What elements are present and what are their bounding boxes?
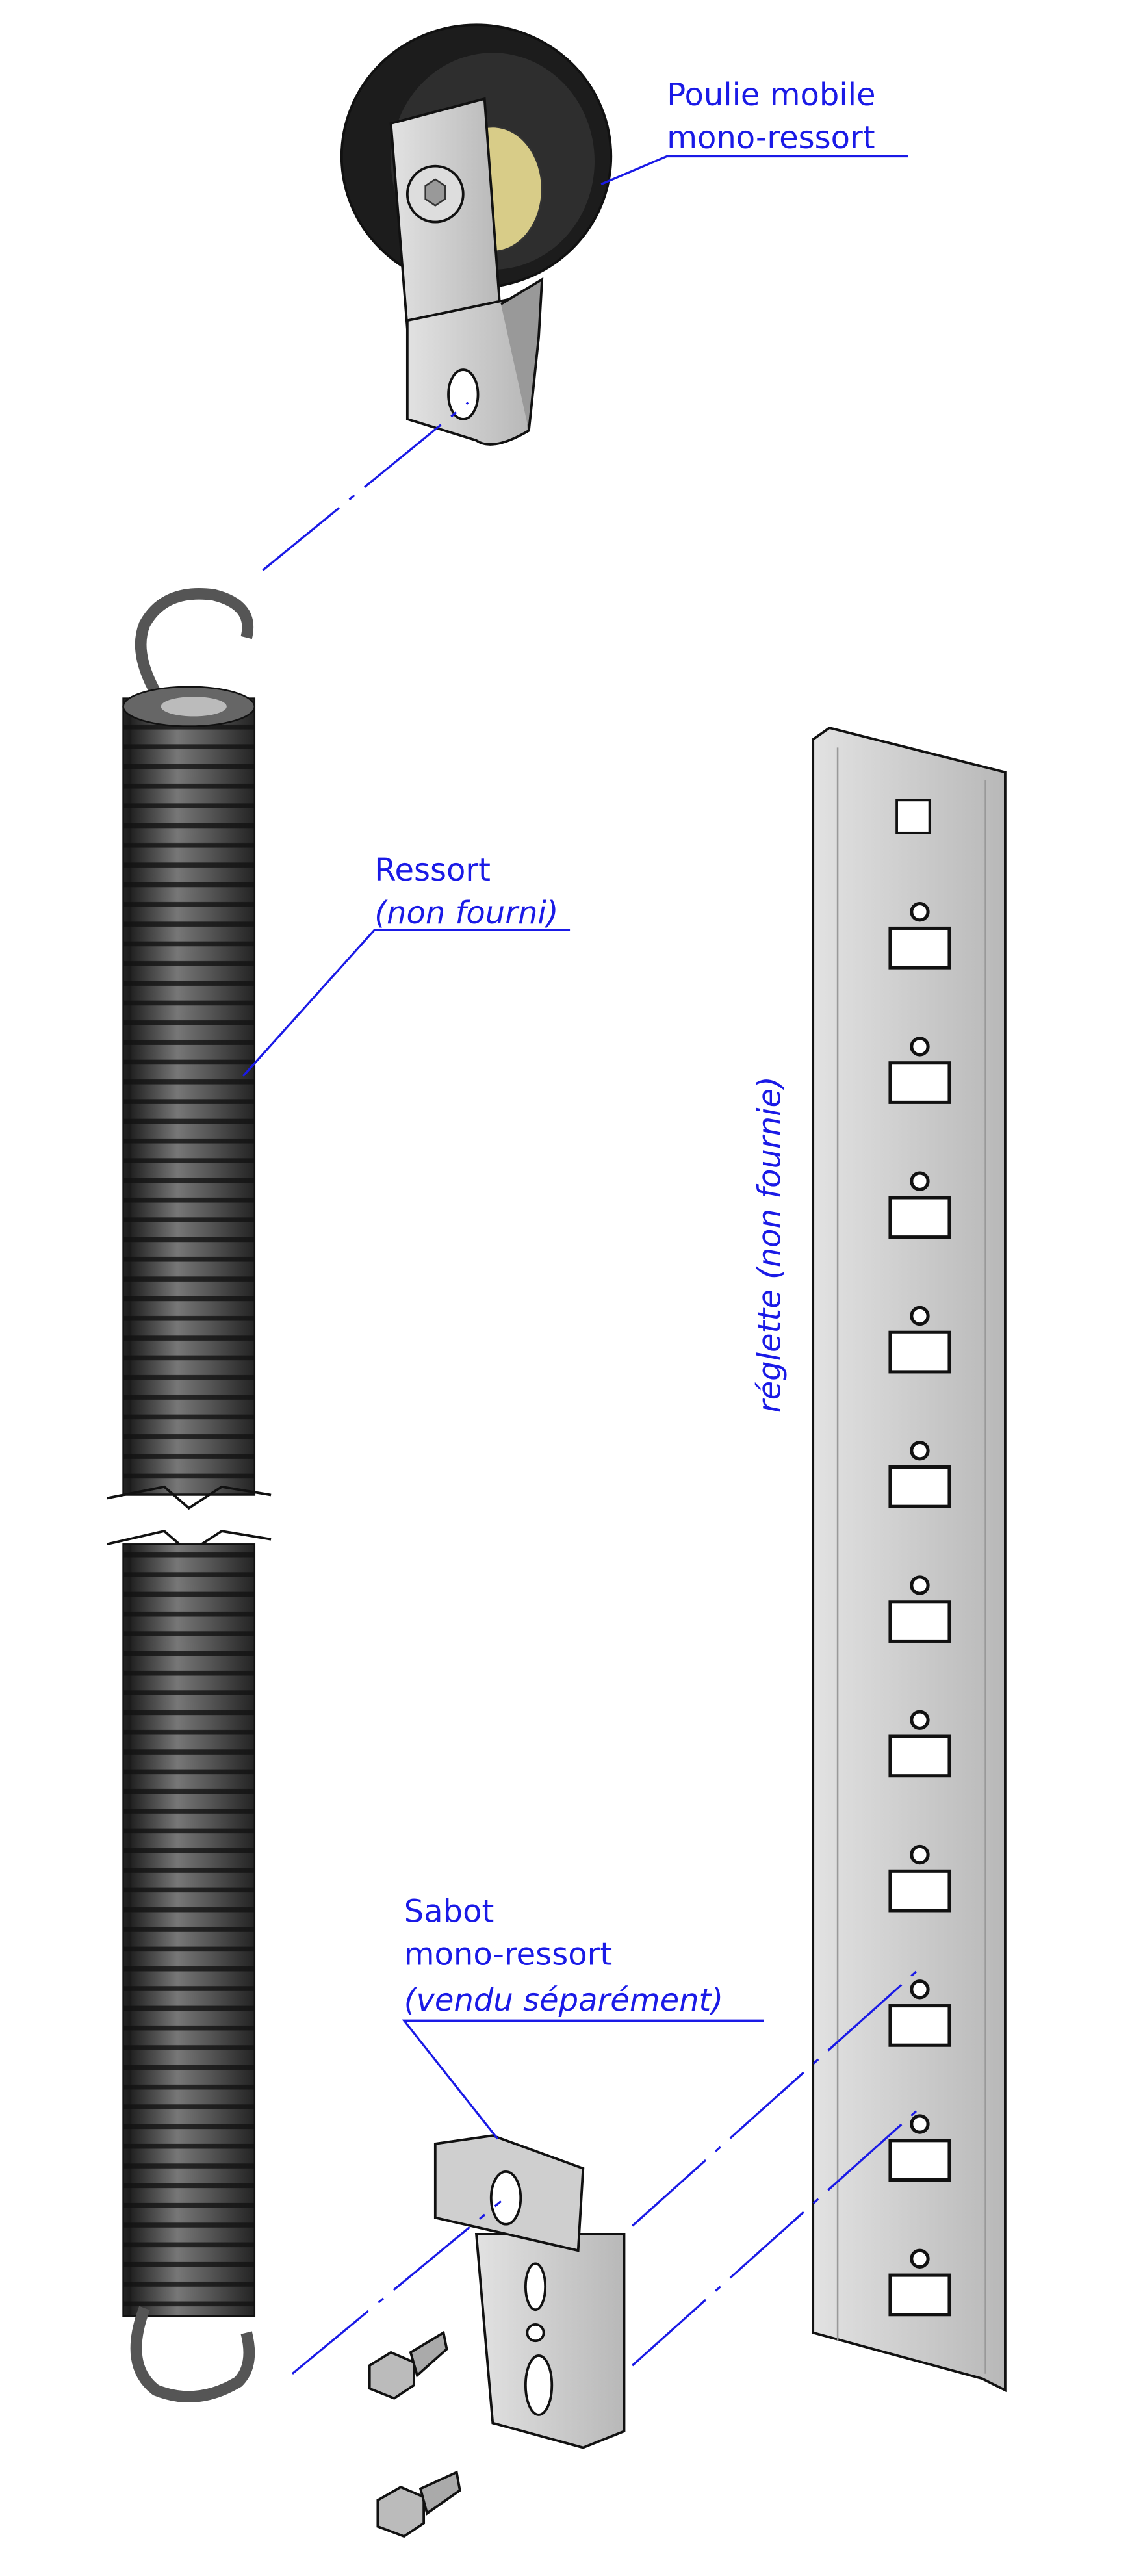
rail-slot: [888, 2004, 951, 2047]
rail-slot: [888, 1600, 951, 1643]
rail-slots: [888, 902, 951, 2317]
rail-hole: [910, 1171, 930, 1191]
rail-hole: [910, 1037, 930, 1057]
pulley: [340, 23, 613, 446]
rail-slot: [888, 1330, 951, 1374]
svg-text:(vendu séparément): (vendu séparément): [404, 1982, 723, 2018]
svg-text:mono-ressort: mono-ressort: [667, 120, 875, 156]
rail-axis-line: [632, 1970, 918, 2227]
rail-slot: [888, 2273, 951, 2317]
rail-hole: [910, 2248, 930, 2269]
shoe-axis-line: [291, 2200, 502, 2375]
svg-text:Sabot: Sabot: [404, 1894, 494, 1930]
rail-slot: [888, 1061, 951, 1104]
screw: [376, 2470, 461, 2538]
spring: [106, 587, 272, 2402]
screw: [368, 2330, 448, 2400]
rail-label: réglette (non fournie): [752, 1076, 788, 1413]
rail-hole: [910, 1979, 930, 2000]
rail-hole: [910, 1844, 930, 1865]
shoe-bracket: [433, 2134, 626, 2449]
pulley-label: Poulie mobile mono-ressort: [600, 77, 908, 185]
svg-text:Ressort: Ressort: [374, 852, 491, 888]
rail-slot: [888, 1869, 951, 1913]
rail-hole: [910, 2114, 930, 2134]
svg-text:(non fourni): (non fourni): [374, 895, 558, 931]
svg-text:mono-ressort: mono-ressort: [404, 1936, 612, 1972]
rail-slot: [888, 1734, 951, 1778]
shoe-label: Sabot mono-ressort (vendu séparément): [402, 1894, 764, 2140]
rail: [812, 727, 1007, 2393]
rail-hole: [910, 1306, 930, 1326]
rail-axis-line: [632, 2110, 918, 2367]
svg-text:Poulie mobile: Poulie mobile: [667, 77, 875, 113]
spring-label: Ressort (non fourni): [242, 852, 571, 1077]
rail-hole: [910, 1575, 930, 1595]
rail-slot: [888, 926, 951, 970]
rail-hole: [910, 902, 930, 922]
rail-hole: [910, 1710, 930, 1730]
rail-hole: [910, 1441, 930, 1461]
rail-slot: [888, 2139, 951, 2182]
pulley-axis-line: [262, 402, 469, 571]
rail-slot: [888, 1196, 951, 1239]
rail-slot: [888, 1465, 951, 1508]
